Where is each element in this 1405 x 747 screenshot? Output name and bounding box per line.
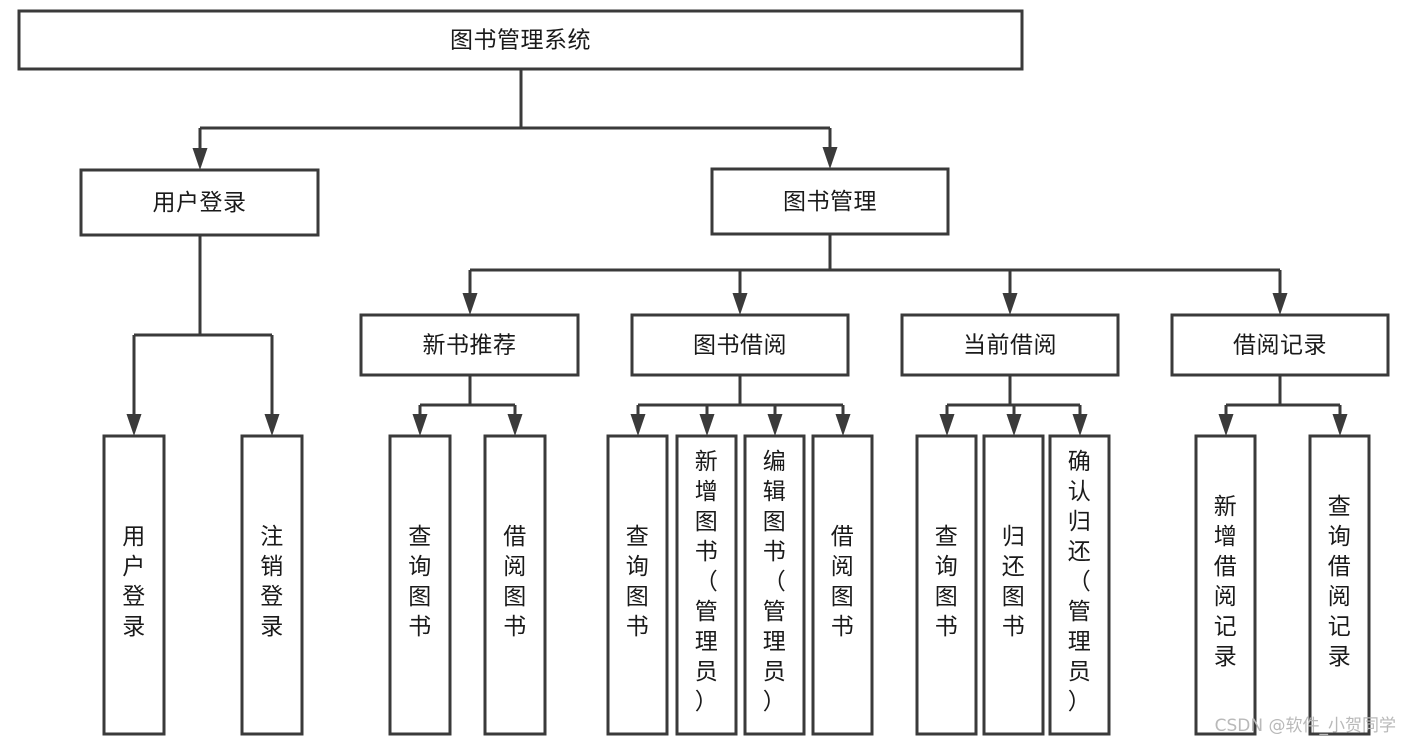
node-borrow-record[interactable]: 借阅记录 <box>1170 313 1390 377</box>
node-box-new-book-rec <box>359 313 580 377</box>
arrowhead-leaf-borrow-book-1 <box>507 414 523 436</box>
node-box-leaf-query-book-1 <box>388 434 452 736</box>
arrowhead-leaf-query-book-2 <box>630 414 646 436</box>
arrowhead-current-borrow <box>1002 293 1018 315</box>
node-label-leaf-user-logout: 注销登录 <box>260 524 284 640</box>
node-box-leaf-return-book <box>982 434 1045 736</box>
node-box-borrow-record <box>1170 313 1390 377</box>
node-box-leaf-edit-book <box>743 434 806 736</box>
node-leaf-add-book[interactable]: 新增图书（管理员） <box>675 434 738 736</box>
node-label-user-login: 用户登录 <box>153 190 247 216</box>
node-leaf-return-book[interactable]: 归还图书 <box>982 434 1045 736</box>
node-label-leaf-query-book-1: 查询图书 <box>408 524 432 640</box>
arrowhead-leaf-edit-book <box>767 414 783 436</box>
arrowhead-book-manage <box>822 147 838 169</box>
arrowhead-leaf-query-book-1 <box>412 414 428 436</box>
node-user-login[interactable]: 用户登录 <box>79 168 320 237</box>
node-book-borrow[interactable]: 图书借阅 <box>630 313 850 377</box>
node-box-current-borrow <box>900 313 1120 377</box>
node-leaf-user-login[interactable]: 用户登录 <box>102 434 166 736</box>
node-leaf-query-record[interactable]: 查询借阅记录 <box>1308 434 1371 736</box>
node-new-book-rec[interactable]: 新书推荐 <box>359 313 580 377</box>
node-root[interactable]: 图书管理系统 <box>17 9 1024 71</box>
node-box-user-login <box>79 168 320 237</box>
node-box-root <box>17 9 1024 71</box>
node-label-root: 图书管理系统 <box>450 28 591 54</box>
node-box-leaf-confirm-return <box>1048 434 1111 736</box>
node-box-leaf-borrow-book-1 <box>483 434 547 736</box>
arrowhead-user-login <box>192 148 208 170</box>
node-box-leaf-user-login <box>102 434 166 736</box>
node-box-leaf-query-record <box>1308 434 1371 736</box>
node-label-leaf-confirm-return: 确认归还（管理员） <box>1068 449 1092 715</box>
arrowhead-leaf-user-logout <box>264 414 280 436</box>
node-box-leaf-add-book <box>675 434 738 736</box>
node-book-manage[interactable]: 图书管理 <box>710 167 950 236</box>
node-leaf-query-book-1[interactable]: 查询图书 <box>388 434 452 736</box>
node-label-borrow-record: 借阅记录 <box>1233 333 1327 359</box>
node-box-leaf-query-book-2 <box>606 434 669 736</box>
node-leaf-confirm-return[interactable]: 确认归还（管理员） <box>1048 434 1111 736</box>
node-label-leaf-query-book-2: 查询图书 <box>626 524 650 640</box>
arrowhead-book-borrow <box>732 293 748 315</box>
node-leaf-add-record[interactable]: 新增借阅记录 <box>1194 434 1257 736</box>
arrowhead-borrow-record <box>1272 293 1288 315</box>
node-leaf-borrow-book-2[interactable]: 借阅图书 <box>811 434 874 736</box>
node-leaf-borrow-book-1[interactable]: 借阅图书 <box>483 434 547 736</box>
arrowhead-leaf-query-record <box>1332 414 1348 436</box>
arrowhead-leaf-confirm-return <box>1072 414 1088 436</box>
connector-layer <box>126 69 1348 436</box>
node-label-leaf-borrow-book-2: 借阅图书 <box>831 524 855 640</box>
node-box-book-manage <box>710 167 950 236</box>
node-leaf-query-book-3[interactable]: 查询图书 <box>915 434 978 736</box>
node-box-leaf-user-logout <box>240 434 304 736</box>
node-label-book-manage: 图书管理 <box>783 189 877 215</box>
node-box-leaf-borrow-book-2 <box>811 434 874 736</box>
node-label-leaf-borrow-book-1: 借阅图书 <box>503 524 527 640</box>
arrowhead-leaf-add-book <box>699 414 715 436</box>
node-label-new-book-rec: 新书推荐 <box>423 333 517 359</box>
node-box-book-borrow <box>630 313 850 377</box>
node-label-leaf-query-book-3: 查询图书 <box>935 524 959 640</box>
arrowhead-leaf-borrow-book-2 <box>835 414 851 436</box>
node-label-leaf-query-record: 查询借阅记录 <box>1328 494 1352 670</box>
node-layer: 图书管理系统用户登录图书管理新书推荐图书借阅当前借阅借阅记录用户登录注销登录查询… <box>17 9 1390 736</box>
node-leaf-user-logout[interactable]: 注销登录 <box>240 434 304 736</box>
node-label-leaf-add-record: 新增借阅记录 <box>1214 494 1238 670</box>
arrowhead-leaf-user-login <box>126 414 142 436</box>
node-current-borrow[interactable]: 当前借阅 <box>900 313 1120 377</box>
arrowhead-new-book-rec <box>462 293 478 315</box>
node-box-leaf-add-record <box>1194 434 1257 736</box>
node-label-leaf-return-book: 归还图书 <box>1002 524 1026 640</box>
arrowhead-leaf-add-record <box>1218 414 1234 436</box>
node-label-leaf-edit-book: 编辑图书（管理员） <box>763 449 787 715</box>
node-label-current-borrow: 当前借阅 <box>963 333 1057 359</box>
arrowhead-leaf-return-book <box>1006 414 1022 436</box>
arrowhead-leaf-query-book-3 <box>939 414 955 436</box>
csdn-watermark: CSDN @软件_小贺同学 <box>1215 716 1396 736</box>
node-box-leaf-query-book-3 <box>915 434 978 736</box>
node-leaf-edit-book[interactable]: 编辑图书（管理员） <box>743 434 806 736</box>
node-label-book-borrow: 图书借阅 <box>693 333 787 359</box>
node-label-leaf-user-login: 用户登录 <box>122 524 146 640</box>
node-label-leaf-add-book: 新增图书（管理员） <box>695 449 719 715</box>
node-leaf-query-book-2[interactable]: 查询图书 <box>606 434 669 736</box>
